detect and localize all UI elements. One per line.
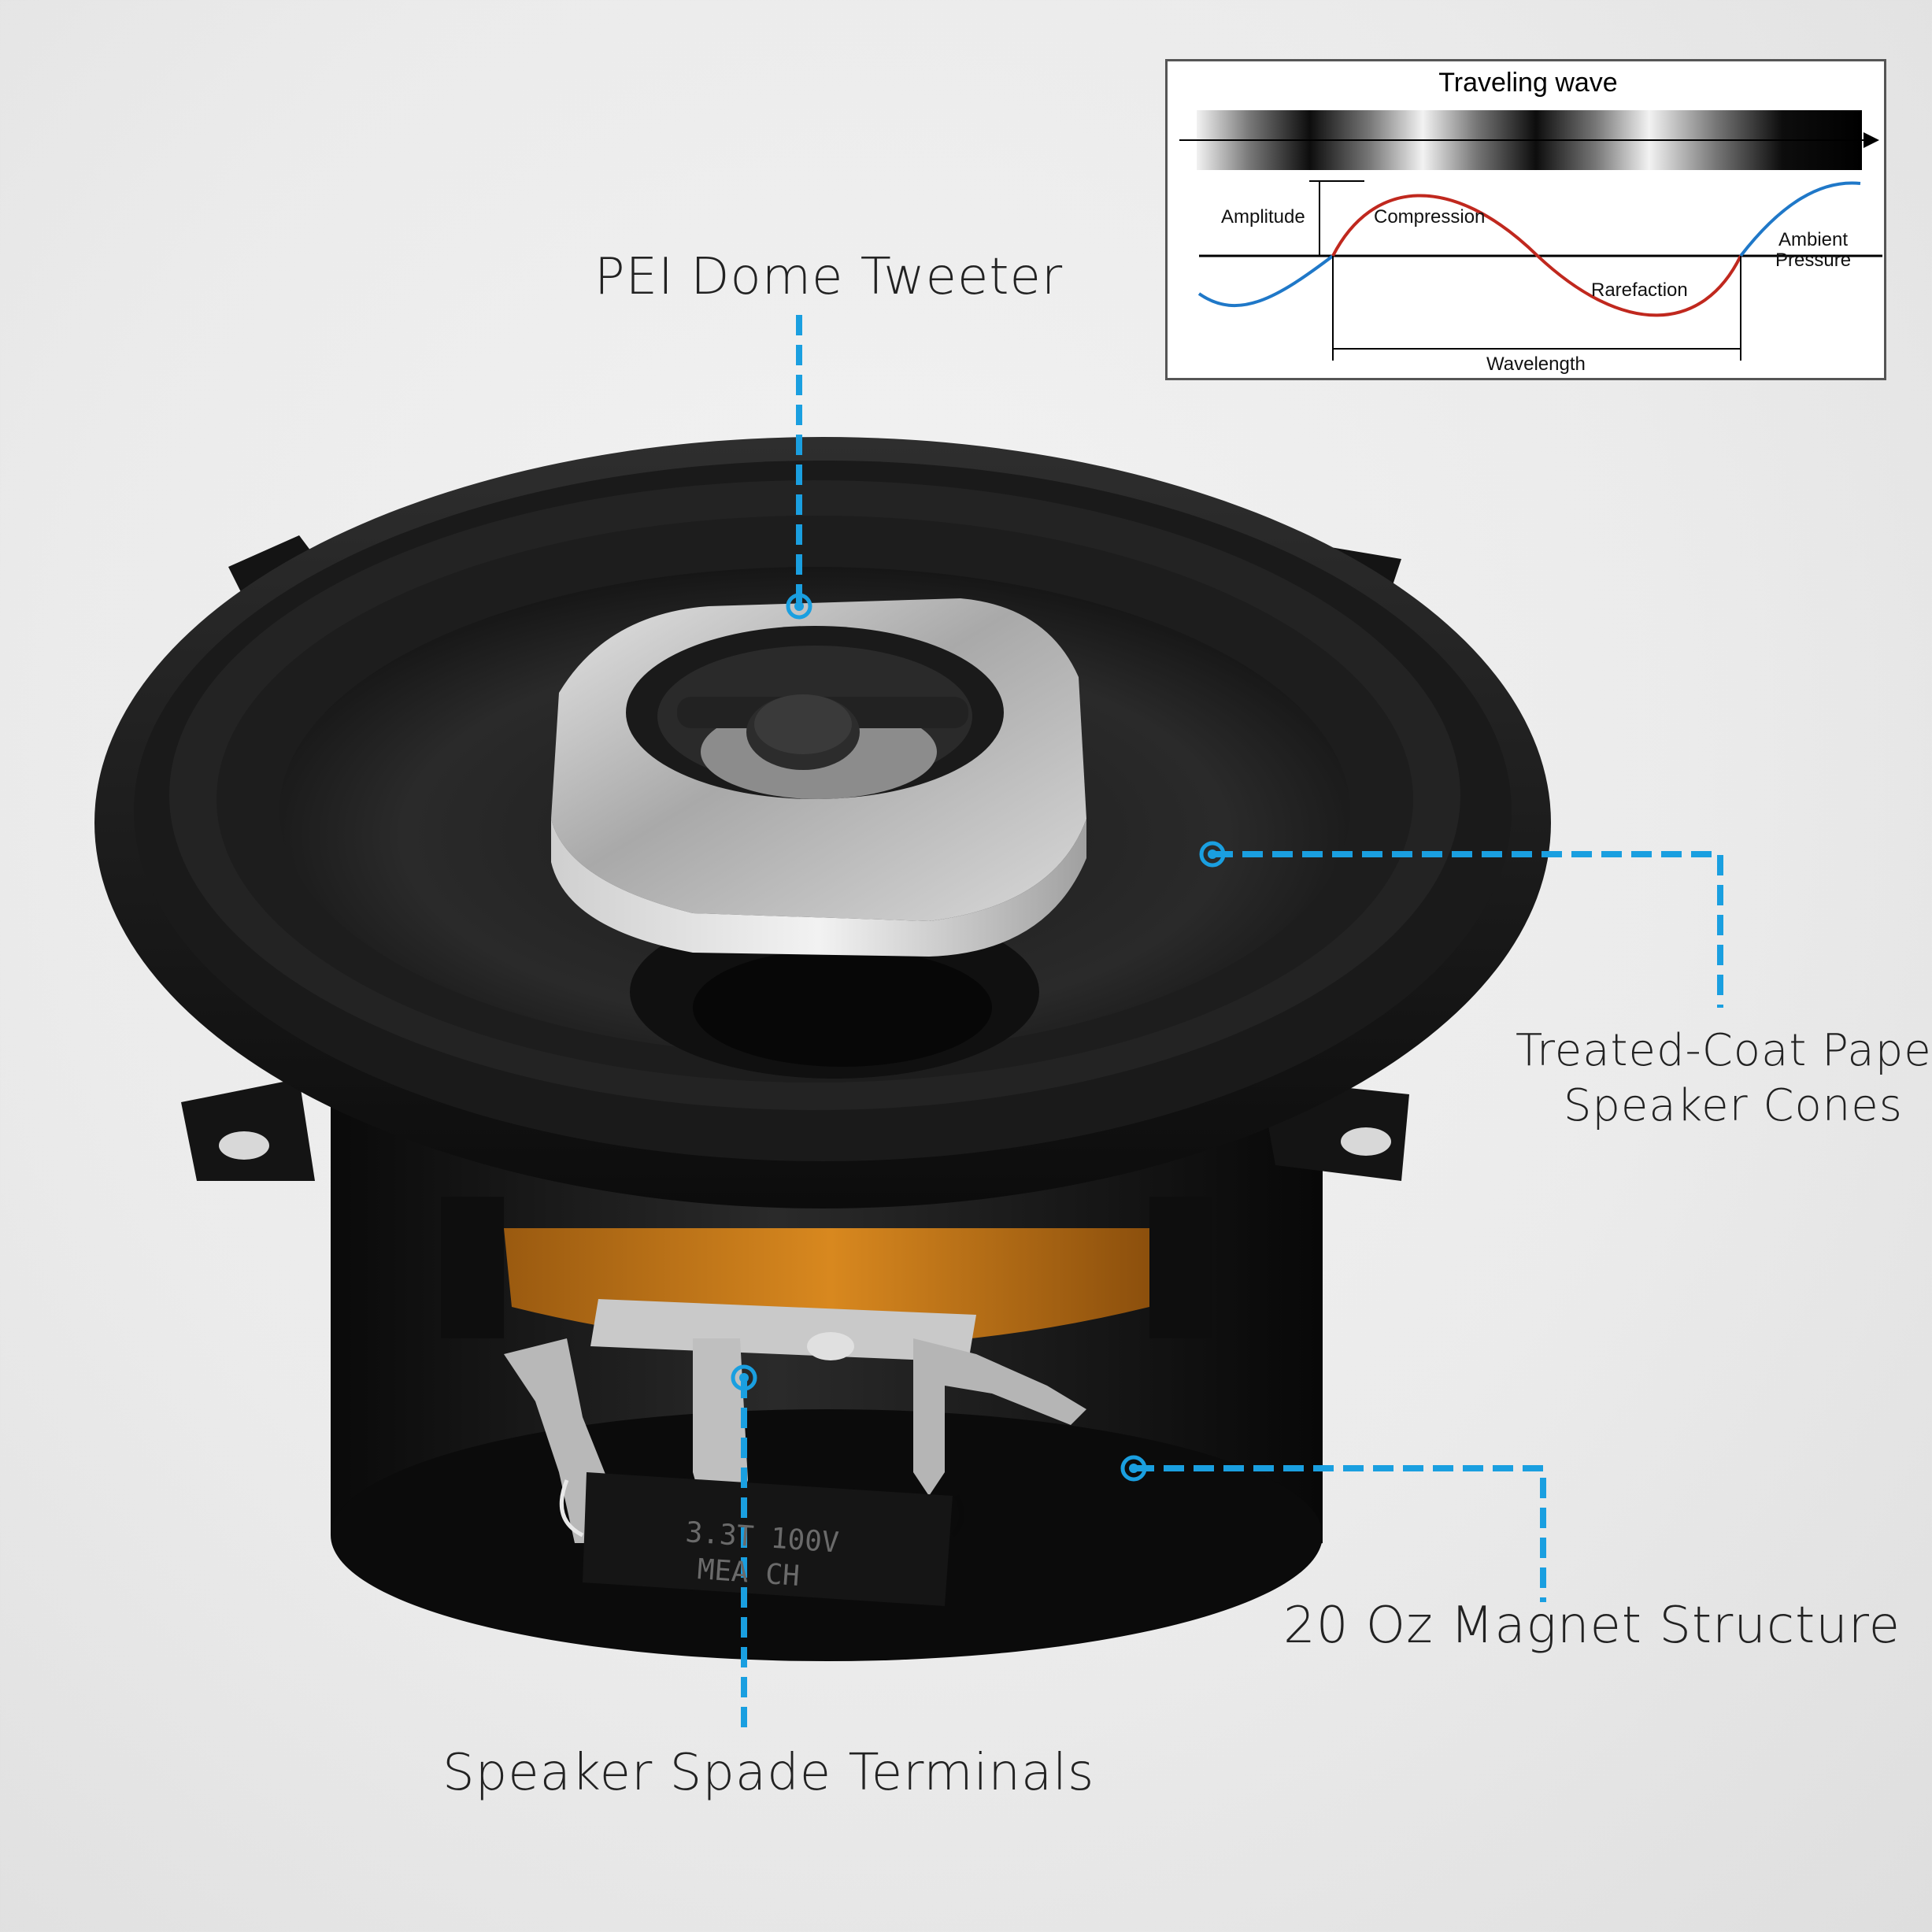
terminal-plate — [590, 1299, 976, 1362]
cone-marker — [1199, 841, 1226, 868]
callout-tweeter-label: PEI Dome Tweeter — [594, 248, 1064, 306]
capacitor-text-2: MEA CH — [696, 1553, 801, 1593]
wavelength-label: Wavelength — [1486, 353, 1586, 375]
capacitor — [583, 1472, 953, 1606]
traveling-wave-diagram: Traveling wave Amplitude Compression Amb… — [1165, 59, 1886, 380]
rarefaction-label: Rarefaction — [1591, 279, 1688, 301]
callout-cones-label: Treated-Coat Paper Speaker Cones — [1516, 1023, 1932, 1134]
mount-tab — [181, 1079, 315, 1181]
callout-terminals-label: Speaker Spade Terminals — [442, 1744, 1095, 1802]
wave-blue-right — [1739, 181, 1861, 257]
wave-red — [1331, 194, 1742, 317]
wave-blue-left — [1197, 254, 1334, 307]
terminal-marker — [731, 1364, 757, 1391]
tweeter-marker — [786, 593, 812, 620]
amplitude-label: Amplitude — [1221, 206, 1305, 228]
callout-magnet-label: 20 Oz Magnet Structure — [1283, 1597, 1901, 1655]
ambient-pressure-label: Ambient Pressure — [1775, 229, 1852, 272]
callout-lines — [741, 315, 1723, 1736]
ambient-line1: Ambient — [1778, 229, 1849, 250]
callout-cones-line2: Speaker Cones — [1563, 1080, 1903, 1131]
spade-terminal — [913, 1338, 1086, 1496]
magnet-marker — [1120, 1455, 1147, 1482]
wave-graphic — [1179, 110, 1882, 361]
wave-diagram-title: Traveling wave — [1438, 68, 1618, 98]
compression-label: Compression — [1374, 206, 1486, 228]
ambient-line2: Pressure — [1775, 250, 1852, 272]
callout-cones-line1: Treated-Coat Paper — [1516, 1025, 1932, 1076]
